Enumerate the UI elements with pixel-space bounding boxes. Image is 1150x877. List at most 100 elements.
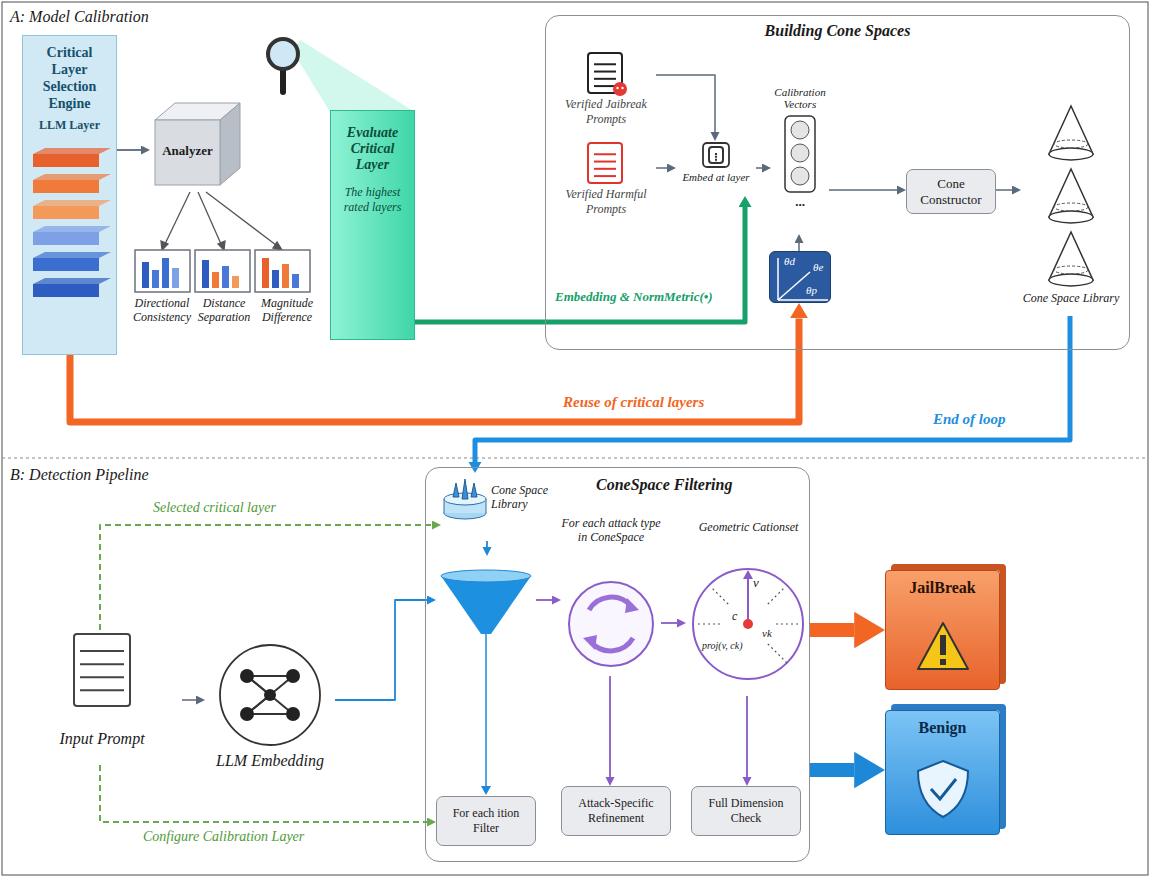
rect-part	[202, 260, 209, 288]
node-label: θd	[784, 254, 795, 268]
node-text: proj(v, ck)	[702, 640, 743, 652]
connector	[756, 167, 762, 169]
rect-part	[33, 154, 99, 167]
line-part	[778, 299, 828, 301]
connector	[656, 167, 667, 169]
path-part	[1049, 106, 1093, 154]
path-part	[441, 576, 531, 634]
magnifier-handle	[280, 70, 286, 92]
rect-part	[255, 250, 310, 292]
layer-selection-panel: Critical Layer Selection EngineLLM Layer	[22, 35, 117, 355]
line-part	[485, 634, 487, 786]
circle-part	[240, 669, 254, 683]
path-part	[1049, 232, 1093, 280]
polygon-part	[625, 598, 639, 613]
rect-part	[33, 258, 99, 271]
circle-part	[286, 669, 300, 683]
cone-library-graphic	[1021, 101, 1121, 316]
line-part	[777, 258, 779, 300]
polygon-part	[583, 635, 597, 650]
rect-part	[262, 258, 269, 288]
node-label: Calibration Vectors	[771, 86, 829, 110]
circle-part	[220, 645, 320, 745]
iteration-circle: For each attack type in ConeSpace	[561, 516, 661, 676]
connector	[70, 318, 799, 422]
connector	[100, 525, 432, 630]
rect-part	[33, 180, 99, 193]
line-part	[715, 162, 717, 164]
path-part	[453, 483, 459, 497]
prompt-document: Verified Harmful Prompts	[556, 141, 656, 236]
node-label: Verified Jaibreak Prompts	[556, 51, 656, 127]
circle-part	[569, 582, 653, 666]
filtering-panel: ConeSpace FilteringCone Space LibraryFor…	[425, 467, 810, 862]
line-part	[715, 156, 717, 158]
connector	[810, 623, 854, 637]
jailbreak-bin: JailBreak	[885, 570, 1000, 690]
line-part	[80, 663, 124, 665]
rect-part	[33, 232, 99, 245]
connector	[810, 763, 854, 777]
circle-part	[240, 707, 254, 721]
rect-part	[74, 634, 130, 706]
path-part	[931, 779, 956, 799]
path-part	[471, 483, 477, 497]
process-box: Full Dimension Check	[691, 786, 801, 836]
ellipse-part	[441, 570, 531, 582]
polygon-part	[33, 200, 111, 206]
path-part	[462, 479, 468, 499]
circle-part	[286, 707, 300, 721]
bar-chart-icon	[255, 250, 310, 292]
line-part	[247, 676, 293, 714]
line-part	[486, 499, 487, 513]
node-text: c	[732, 609, 737, 623]
node-label: Attack-Specific Refinement	[566, 796, 666, 826]
rect-part	[292, 274, 299, 288]
rect-part	[588, 143, 622, 183]
node-text: v	[753, 576, 759, 590]
ellipse-part	[1049, 148, 1093, 160]
chart-label: Distance Separation	[193, 296, 255, 324]
line-part	[594, 153, 616, 155]
section-title: B: Detection Pipeline	[10, 466, 149, 484]
polygon-part	[273, 242, 282, 250]
magnifier-lens	[268, 39, 298, 69]
node-label: Cone Space Library	[491, 483, 557, 511]
polygon-part	[33, 252, 111, 258]
input-document: Input Prompt	[22, 630, 182, 765]
benign-bin: Benign	[885, 710, 1000, 835]
line-part	[444, 499, 445, 513]
rect-part	[272, 270, 279, 288]
ellipse-part	[1049, 274, 1093, 286]
circle-part	[743, 619, 753, 629]
connector	[829, 189, 897, 191]
path-part	[918, 761, 968, 817]
prompt-document: Verified Jaibreak Prompts	[556, 51, 656, 139]
connector	[746, 696, 748, 777]
node-text: θe	[813, 260, 823, 274]
connector	[486, 541, 488, 547]
circle-part	[791, 144, 809, 162]
line-part	[715, 159, 717, 161]
circle-part	[616, 87, 618, 89]
chart-label: Magnitude Difference	[254, 296, 320, 324]
edge-label: End of loop	[930, 411, 1009, 428]
connector	[536, 599, 552, 601]
analyzer-arrows	[161, 192, 282, 250]
rect-part	[709, 147, 723, 163]
line-part	[165, 192, 190, 244]
line-part	[594, 175, 616, 177]
line-part	[768, 644, 787, 663]
rect-part	[195, 250, 250, 292]
edge-label: Configure Calibration Layer	[140, 829, 307, 845]
section-title: A: Model Calibration	[10, 8, 149, 26]
chart-label: Directional Consistency	[130, 296, 194, 324]
polygon-part	[161, 241, 168, 250]
ellipse-part	[1054, 266, 1088, 274]
node-label: Cone Constructor	[911, 176, 991, 208]
line-part	[594, 85, 616, 87]
connector	[182, 699, 196, 701]
polygon-part	[33, 148, 111, 154]
connector	[609, 676, 611, 777]
